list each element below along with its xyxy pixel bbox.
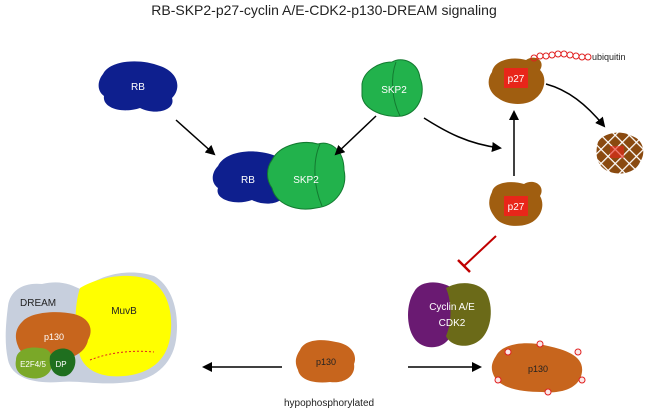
dream-binding-line <box>89 350 155 361</box>
hypophosphorylated-caption: hypophosphorylated <box>284 398 375 409</box>
dp-label: DP <box>55 360 66 369</box>
p27-ubiquitinated: p27 <box>488 57 545 104</box>
ubiquitin-label: ubiquitin <box>592 52 626 62</box>
p130-hypophosphorylated: p130 <box>295 340 356 383</box>
diagram-title: RB-SKP2-p27-cyclin A/E-CDK2-p130-DREAM s… <box>151 2 497 18</box>
inhibit-p27-cyclin <box>463 235 497 267</box>
muvb-label: MuvB <box>111 306 137 317</box>
p130-phos-label: p130 <box>528 364 548 374</box>
arrow-skp2-to-complex <box>334 115 377 156</box>
cyclin-label: Cyclin A/E <box>429 302 475 313</box>
arrow-rb-to-complex <box>175 119 216 156</box>
p130-mid-label: p130 <box>316 357 336 367</box>
skp2-protein: SKP2 <box>361 59 423 117</box>
p130-dream-label: p130 <box>44 332 64 342</box>
rb-skp2-complex: RB SKP2 <box>212 142 346 210</box>
p27-ubiq-label: p27 <box>508 74 525 85</box>
arrow-skp2-to-p27 <box>423 117 502 152</box>
p27-core <box>504 68 528 88</box>
muvb-subunit <box>75 275 172 377</box>
skp2-label: SKP2 <box>381 85 407 96</box>
rb-protein: RB <box>98 61 178 112</box>
e2f-subunit <box>15 347 53 379</box>
phosphate-groups <box>494 340 586 396</box>
rb-label: RB <box>131 82 145 93</box>
ubiquitin-chain <box>530 50 592 62</box>
p27-degraded <box>596 132 644 174</box>
complex-rb-label: RB <box>241 175 255 186</box>
arrow-p27-to-degradation <box>545 83 606 128</box>
p27-free-core <box>504 196 528 216</box>
cdk2-label: CDK2 <box>439 318 466 329</box>
dp-subunit <box>49 348 76 377</box>
dream-label: DREAM <box>20 298 56 309</box>
inhibit-bar <box>457 259 471 273</box>
dream-complex: DREAM MuvB p130 E2F4/5 DP <box>5 272 178 384</box>
p130-phosphorylated: p130 <box>491 340 586 396</box>
complex-skp2-label: SKP2 <box>293 175 319 186</box>
e2f-label: E2F4/5 <box>20 360 46 369</box>
p27-free: p27 <box>489 181 543 226</box>
cyclin-cdk2-complex: Cyclin A/E CDK2 <box>408 282 491 348</box>
p27-free-label: p27 <box>508 202 525 213</box>
